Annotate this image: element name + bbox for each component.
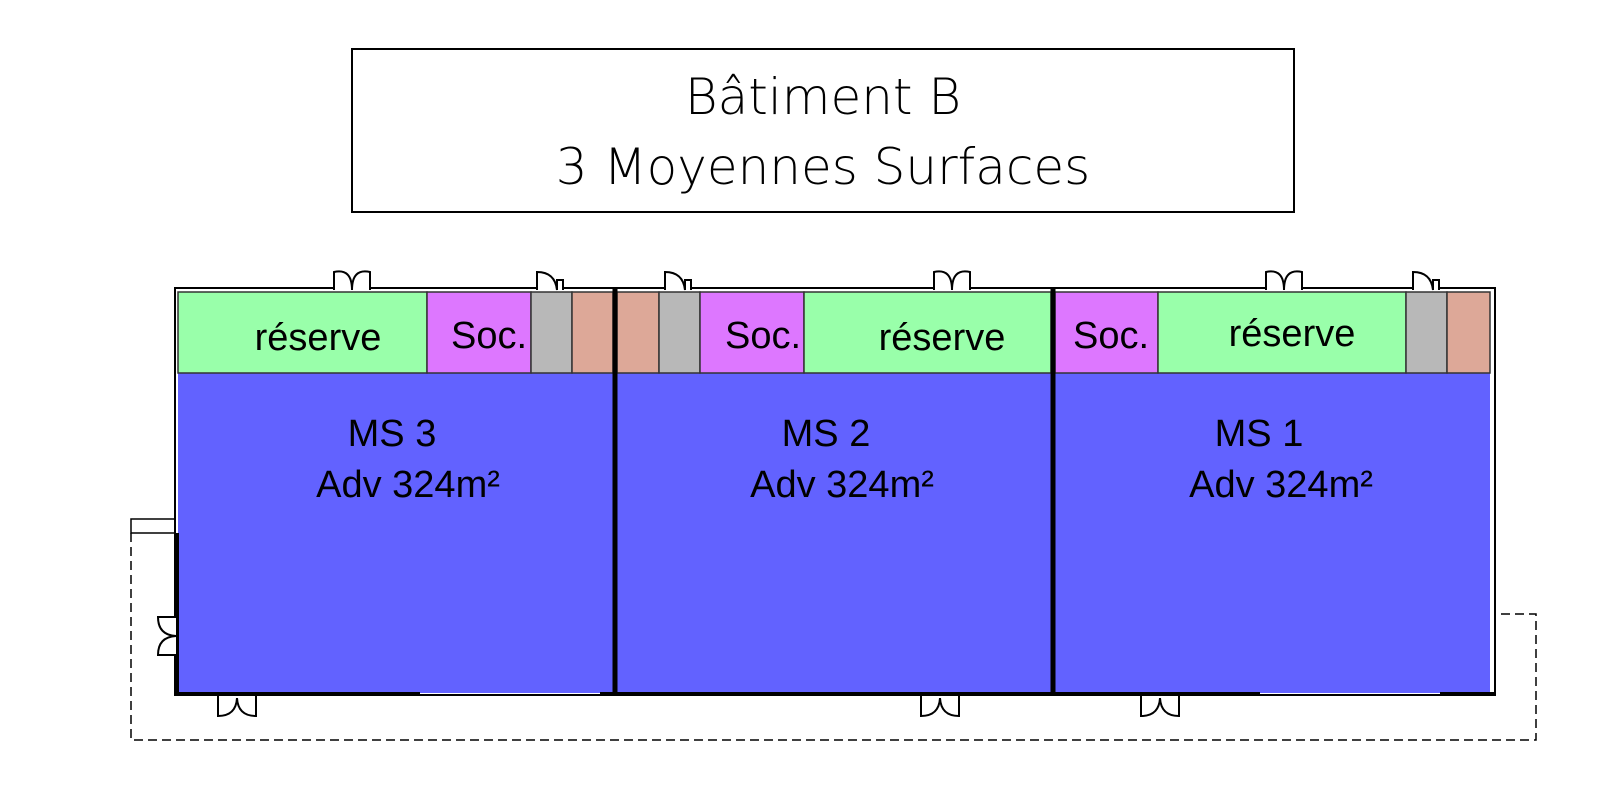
door-icon <box>1412 270 1440 291</box>
door-icon <box>1265 270 1303 291</box>
unit-name: MS 1 <box>1215 413 1304 455</box>
reserve-ms3 <box>177 291 428 374</box>
title-box: Bâtiment B 3 Moyennes Surfaces <box>351 48 1295 213</box>
side-annex <box>130 518 177 534</box>
reserve-label: réserve <box>879 317 1006 359</box>
door-icon <box>933 270 971 291</box>
building-title: Bâtiment B <box>684 68 962 126</box>
technical-ms3 <box>530 291 573 374</box>
unit-name: MS 2 <box>782 413 871 455</box>
sanitary-ms1 <box>1446 291 1491 374</box>
technical-ms1 <box>1405 291 1448 374</box>
reserve-ms1 <box>1157 291 1407 374</box>
door-icon <box>217 696 257 718</box>
site-boundary <box>130 533 1537 741</box>
unit-name: MS 3 <box>348 413 437 455</box>
door-icon <box>536 270 564 291</box>
social-label: Soc. <box>451 315 527 357</box>
door-icon <box>920 696 960 718</box>
building-subtitle: 3 Moyennes Surfaces <box>555 138 1091 196</box>
social-label: Soc. <box>725 315 801 357</box>
sales-area-ms2 <box>617 373 1051 693</box>
technical-ms2 <box>658 291 701 374</box>
door-icon <box>1140 696 1180 718</box>
social-ms3 <box>426 291 532 374</box>
door-icon <box>664 270 692 291</box>
sales-area-ms1 <box>1055 373 1490 693</box>
unit-area: Adv 324m² <box>750 464 934 506</box>
unit-area: Adv 324m² <box>1189 464 1373 506</box>
reserve-label: réserve <box>255 317 382 359</box>
reserve-label: réserve <box>1229 313 1356 355</box>
sanitary-ms3 <box>571 291 614 374</box>
door-icon <box>156 616 177 656</box>
unit-area: Adv 324m² <box>316 464 500 506</box>
sales-area-ms3 <box>178 373 613 693</box>
door-icon <box>333 270 371 291</box>
social-label: Soc. <box>1073 315 1149 357</box>
social-ms1 <box>1054 291 1159 374</box>
sanitary-ms2 <box>616 291 660 374</box>
